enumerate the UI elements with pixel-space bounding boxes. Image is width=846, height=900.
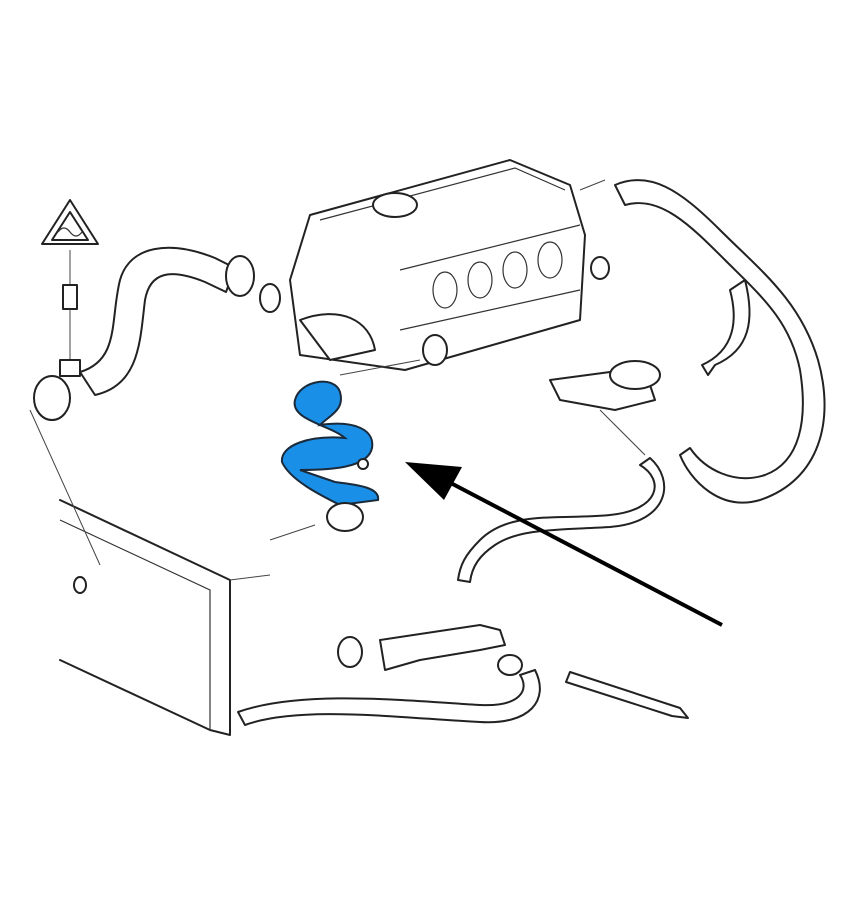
upper-radiator-hose [33, 246, 255, 421]
temperature-sensor [62, 250, 78, 360]
cable-tie [565, 671, 689, 719]
cylinder-head [259, 159, 610, 371]
coolant-pipe [237, 624, 541, 726]
heater-hose-lower [457, 457, 666, 583]
hot-coolant-warning-icon [41, 199, 99, 245]
heater-hose-upper [614, 179, 826, 504]
radiator [59, 499, 271, 736]
leader-lines [29, 359, 421, 566]
pointer-arrow [405, 462, 723, 627]
coolant-hose-highlighted[interactable] [280, 380, 380, 532]
coolant-valve [549, 360, 661, 456]
